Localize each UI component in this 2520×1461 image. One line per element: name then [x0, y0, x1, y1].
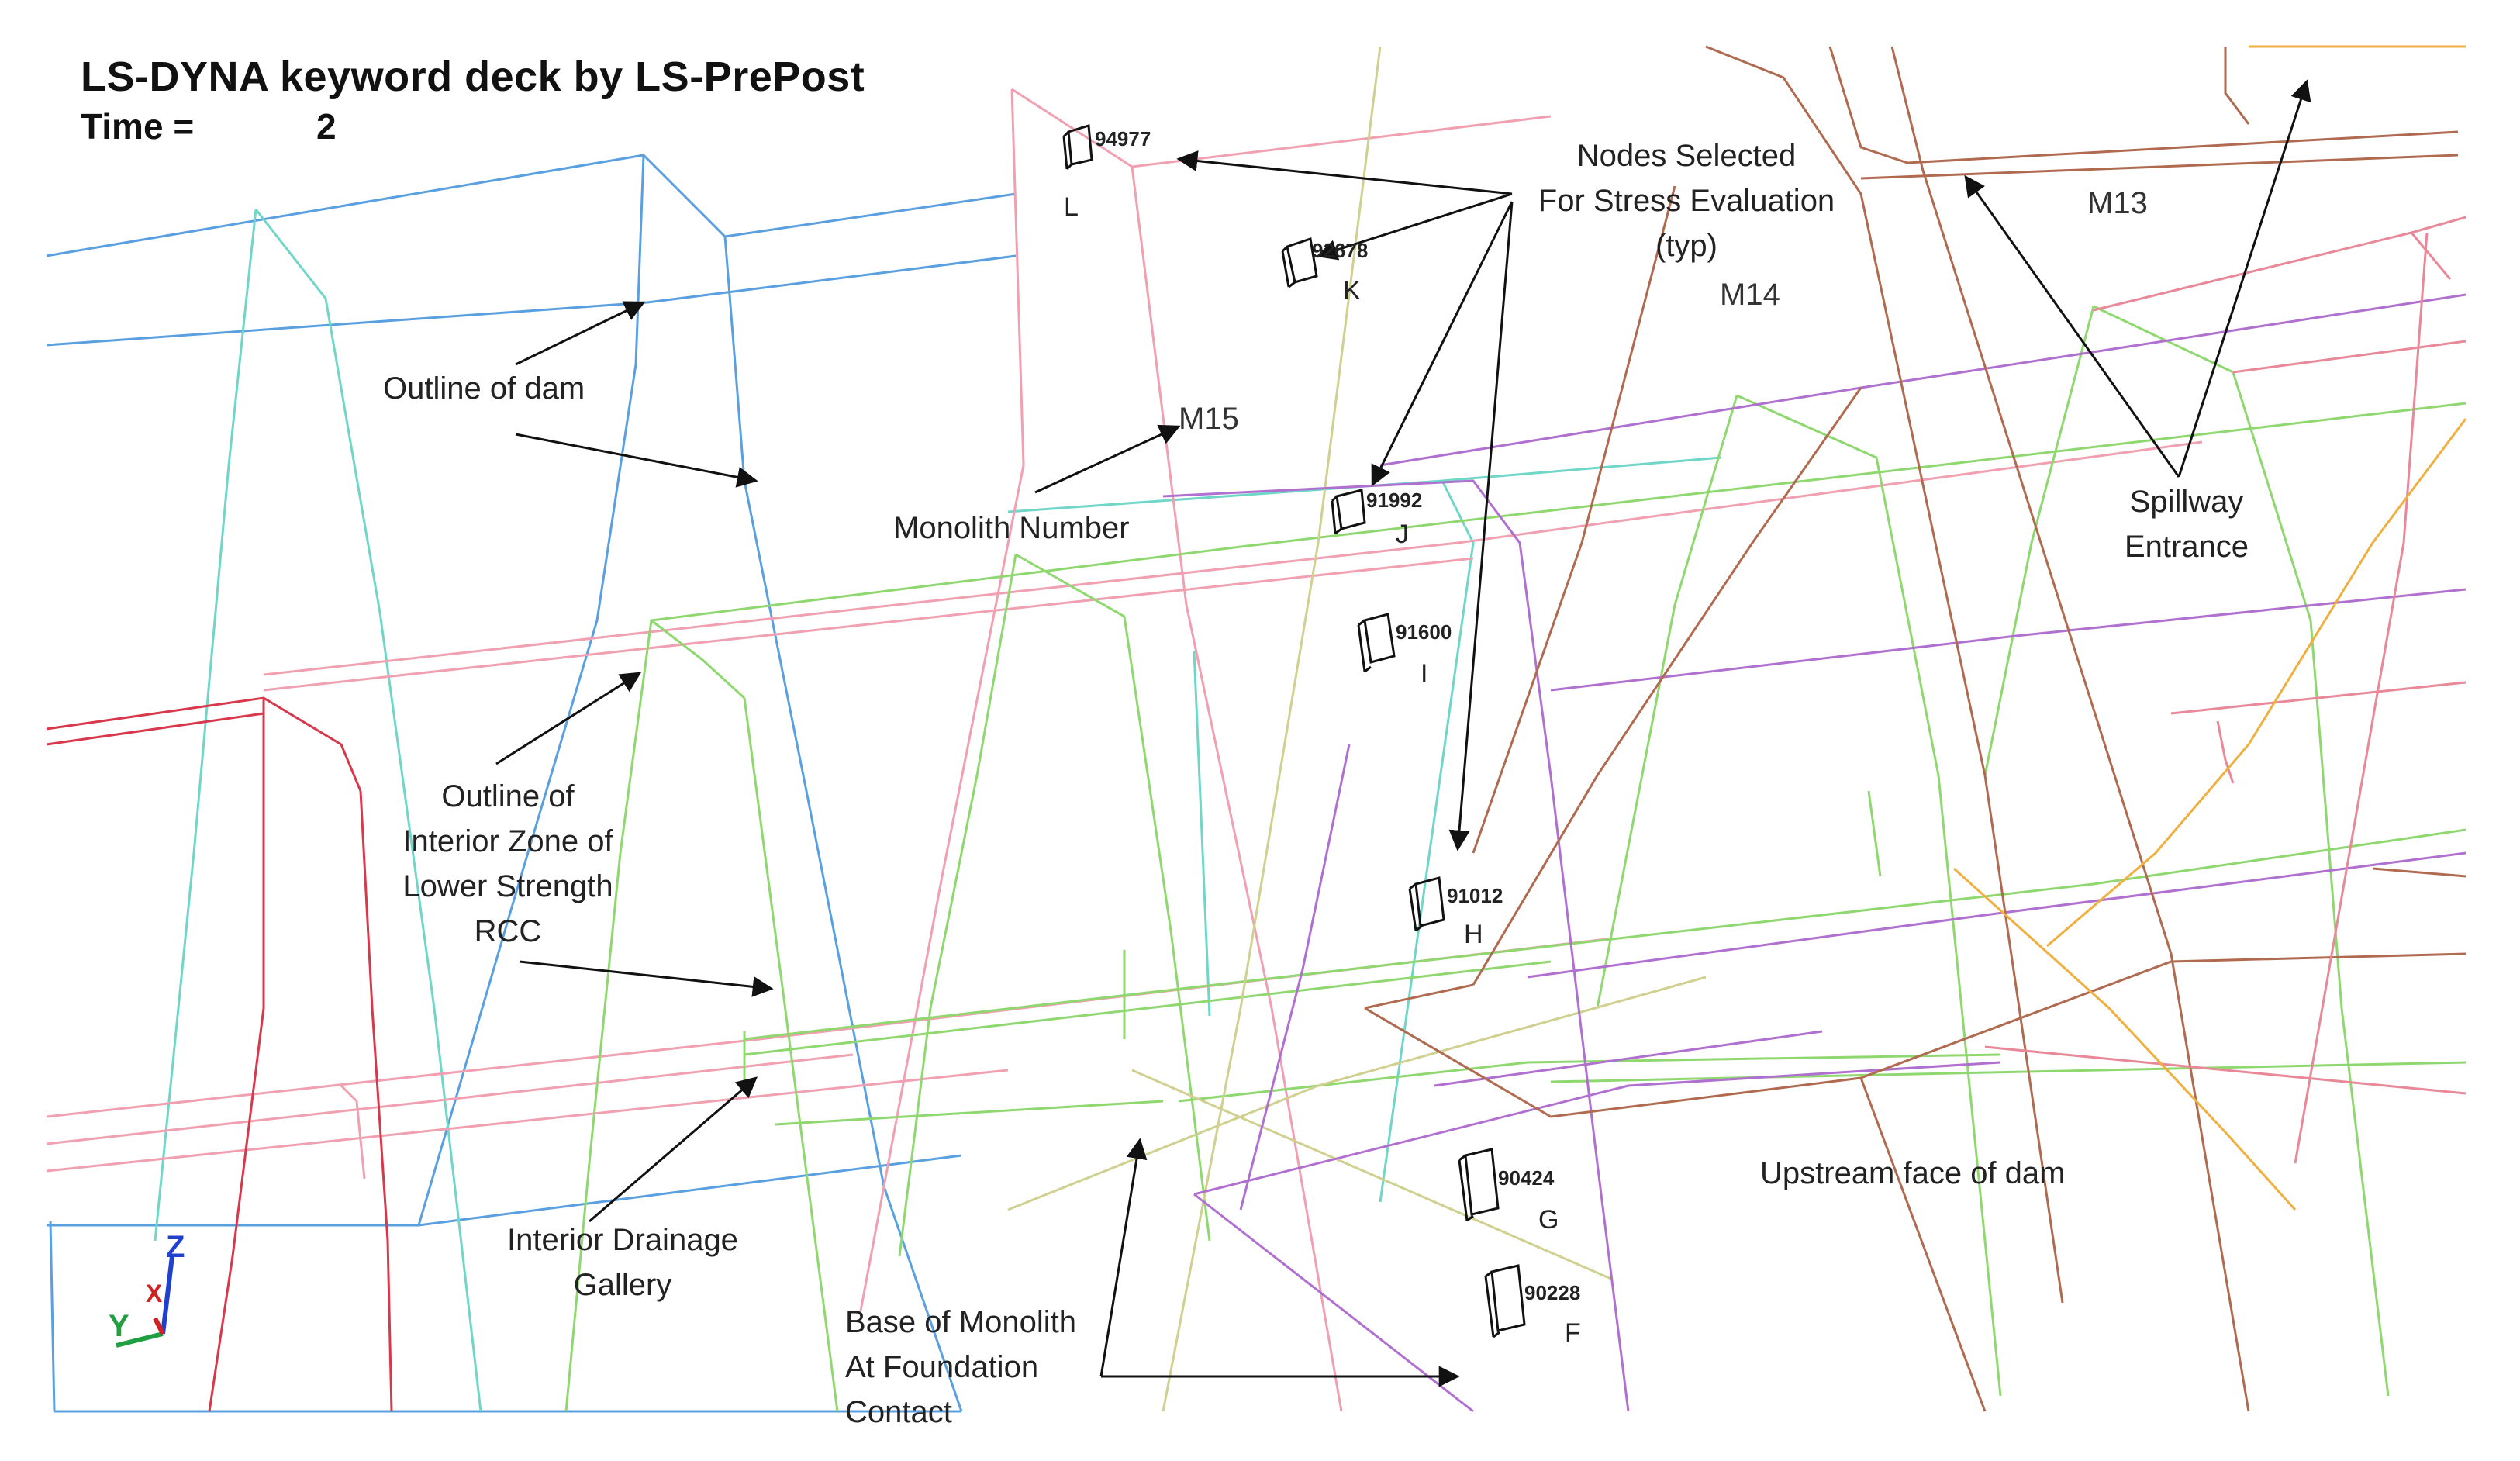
dam-outline-purple	[1162, 293, 2466, 1413]
arrow-spillway-1	[1964, 174, 2180, 478]
node-markers	[1062, 124, 1526, 1338]
monolith-label-m15: M15	[1179, 402, 1239, 436]
arrow-monolith-number	[1034, 424, 1181, 494]
arrow-spillway-2	[2177, 79, 2311, 478]
leader-arrows	[495, 79, 2311, 1387]
node-letter-F: F	[1565, 1318, 1581, 1348]
arrow-outline-dam-1	[515, 301, 646, 366]
monolith-label-m14: M14	[1720, 278, 1780, 312]
annotation-upstream-face: Upstream face of dam	[1760, 1156, 2066, 1190]
node-letter-L: L	[1064, 192, 1079, 222]
node-marker-I	[1357, 613, 1396, 673]
arrow-outline-dam-2	[515, 433, 758, 488]
interior-zone-green	[564, 305, 2466, 1412]
node-marker-K	[1281, 237, 1318, 288]
annotation-line: Interior Zone of	[402, 824, 613, 858]
deck-title: LS-DYNA keyword deck by LS-PrePost	[81, 54, 865, 100]
arrow-interior-zone-1	[495, 672, 642, 765]
annotation-line: Base of Monolith	[845, 1305, 1076, 1339]
node-letter-G: G	[1538, 1205, 1559, 1235]
annotation-line: (typ)	[1655, 229, 1717, 263]
arrow-nodes-to-K	[1316, 192, 1513, 261]
node-marker-L	[1062, 124, 1093, 171]
annotation-line: Gallery	[573, 1268, 672, 1302]
annotation-line: Lower Strength	[402, 869, 613, 903]
node-letter-I: I	[1421, 659, 1428, 689]
arrow-nodes-to-H	[1448, 201, 1514, 851]
axis-label-x: X	[146, 1280, 163, 1307]
node-id-K: 92678	[1312, 239, 1369, 262]
node-marker-J	[1331, 489, 1366, 535]
annotation-line: Interior Drainage	[507, 1223, 738, 1257]
dam-outline-red	[46, 696, 393, 1412]
node-letter-J: J	[1396, 520, 1409, 549]
annotation-line: For Stress Evaluation	[1538, 184, 1835, 218]
arrow-nodes-to-L	[1176, 150, 1513, 195]
dam-outline-blue	[46, 154, 1017, 1413]
annotation-outline-of-dam: Outline of dam	[383, 371, 585, 406]
annotation-line: At Foundation	[845, 1350, 1039, 1384]
annotation-line: Contact	[845, 1395, 952, 1429]
annotation-spillway-entrance: Spillway Entrance	[2047, 479, 2326, 569]
annotation-monolith-number: Monolith Number	[893, 511, 1130, 545]
annotation-line: RCC	[474, 914, 542, 948]
node-id-J: 91992	[1366, 489, 1423, 512]
axis-label-z: Z	[166, 1230, 185, 1264]
node-letter-H: H	[1464, 920, 1483, 949]
dam-outline-pink	[46, 88, 2203, 1412]
dam-outline-brown	[1364, 45, 2466, 1412]
axis-label-y: Y	[109, 1309, 129, 1343]
annotation-nodes-selected: Nodes Selected For Stress Evaluation (ty…	[1512, 133, 1861, 268]
node-id-G: 90424	[1498, 1166, 1555, 1190]
annotation-interior-zone: Outline of Interior Zone of Lower Streng…	[364, 774, 651, 954]
node-id-H: 91012	[1447, 884, 1503, 907]
annotation-line: Outline of	[441, 779, 575, 813]
time-value: 2	[316, 106, 337, 147]
dam-outline-olive	[1007, 46, 1707, 1412]
dam-outline-pink-right	[1984, 216, 2466, 1164]
node-id-I: 91600	[1396, 620, 1452, 644]
arrow-base-monolith-1	[1099, 1138, 1148, 1377]
arrow-interior-zone-2	[519, 960, 774, 997]
node-letter-K: K	[1343, 276, 1361, 306]
time-label: Time =	[81, 106, 195, 147]
monolith-label-m13: M13	[2087, 186, 2148, 220]
node-marker-F	[1484, 1264, 1526, 1338]
node-marker-G	[1458, 1148, 1500, 1222]
node-id-L: 94977	[1095, 127, 1151, 150]
node-id-F: 90228	[1524, 1281, 1581, 1304]
dam-outline-cyan	[154, 209, 1722, 1412]
dam-outline-orange	[1952, 45, 2467, 1211]
axis-triad	[116, 1255, 174, 1348]
annotation-line: Nodes Selected	[1576, 139, 1797, 173]
annotation-line: Entrance	[2124, 530, 2249, 564]
node-marker-H	[1408, 876, 1445, 932]
arrow-nodes-to-J	[1371, 201, 1514, 487]
annotation-base-of-monolith: Base of Monolith At Foundation Contact	[845, 1300, 1076, 1435]
annotation-line: Spillway	[2129, 485, 2244, 519]
annotation-drainage-gallery: Interior Drainage Gallery	[507, 1218, 738, 1307]
arrow-drainage-gallery	[589, 1076, 758, 1223]
